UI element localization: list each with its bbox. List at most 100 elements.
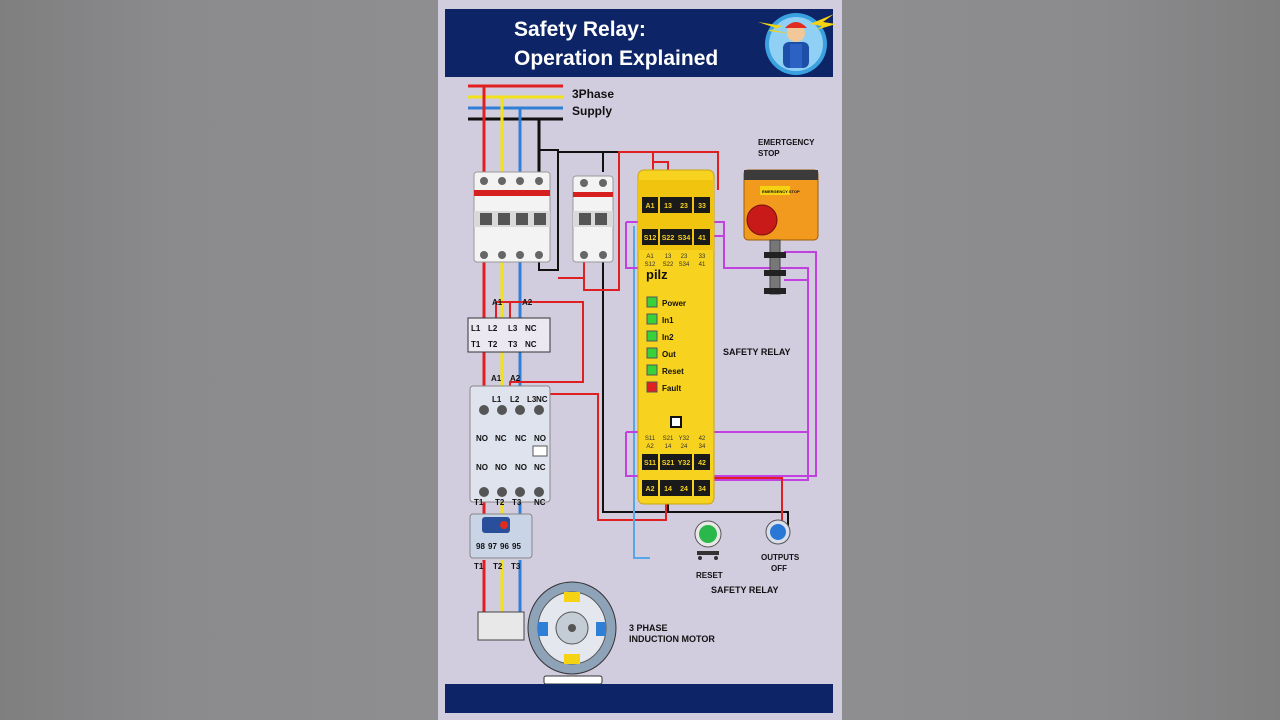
monitor-coil-a1: A1 (492, 298, 503, 307)
outputs-off-label-line2: OFF (771, 564, 787, 573)
relay-print-label: S22 (663, 262, 674, 268)
wiring-diagram: Safety Relay: Operation Explained (445, 9, 836, 713)
title-line1: Safety Relay: (514, 18, 646, 41)
motor-label-line2: INDUCTION MOTOR (629, 634, 715, 644)
push-buttons: RESET OUTPUTS OFF SAFETY RELAY (694, 519, 800, 595)
relay-terminal-label: S11 (644, 460, 656, 467)
relay-terminal-label: Y32 (678, 460, 691, 467)
relay-terminal-box (660, 454, 676, 470)
relay-terminal-label: S22 (662, 235, 675, 242)
relay-terminal-box (694, 480, 710, 496)
outputs-off-label-line1: OUTPUTS (761, 553, 800, 562)
relay-terminal-label: 41 (698, 235, 706, 242)
contactor-bottom-t1: T1 (474, 498, 484, 507)
relay-terminal-label: S34 (678, 235, 691, 242)
relay-terminal-box (642, 197, 658, 213)
contactor-row-a-2: NC (495, 434, 507, 443)
relay-print-label: A1 (646, 254, 654, 260)
relay-terminal-label: 13 (664, 203, 672, 210)
monitor-coil-a2: A2 (522, 298, 533, 307)
relay-terminal-label: A1 (646, 203, 655, 210)
relay-terminal-box (694, 197, 710, 213)
title-line2: Operation Explained (514, 47, 718, 70)
thermal-term-98: 98 (476, 542, 485, 551)
relay-terminal-box (676, 197, 692, 213)
motor-label-line1: 3 PHASE (629, 623, 668, 633)
relay-print-label: S11 (645, 436, 656, 442)
monitor-bottom-t2: T2 (488, 340, 498, 349)
contactor-bottom-nc: NC (534, 498, 546, 507)
status-led-label: Fault (662, 384, 681, 393)
thermal-term-96: 96 (500, 542, 509, 551)
relay-side-label: SAFETY RELAY (723, 347, 791, 357)
monitor-bottom-nc: NC (525, 340, 537, 349)
estop-cap-text: EMERGENCY STOP (762, 189, 800, 194)
relay-terminal-label: 23 (680, 203, 688, 210)
status-led-label: Out (662, 350, 676, 359)
relay-terminal-label: 14 (664, 486, 672, 493)
three-phase-supply: 3Phase Supply (468, 84, 614, 121)
outputs-off-button[interactable] (765, 519, 791, 545)
monitor-top-l3: L3 (508, 324, 518, 333)
relay-print-label: 24 (681, 444, 688, 450)
blurred-right-background (842, 0, 1280, 720)
relay-brand: pilz (646, 267, 668, 282)
estop-label-line1: EMERTGENCY (758, 138, 815, 147)
contactor-top-nc: NC (536, 395, 548, 404)
contactor: A1 A2 L1 L2 L3 NC NO NC NC NO NO NO NO N… (469, 374, 551, 507)
status-led-icon (646, 330, 658, 342)
relay-print-label: 23 (681, 254, 688, 260)
diagram-panel: Safety Relay: Operation Explained (438, 0, 842, 720)
thermal-term-97: 97 (488, 542, 497, 551)
reset-label: RESET (696, 571, 723, 580)
relay-terminal-label: 42 (698, 460, 706, 467)
reset-button[interactable] (694, 520, 722, 560)
relay-print-label: 41 (699, 262, 706, 268)
status-led-icon (646, 347, 658, 359)
contactor-top-l2: L2 (510, 395, 520, 404)
contactor-row-b-4: NC (534, 463, 546, 472)
contactor-top-l3: L3 (527, 395, 537, 404)
relay-terminal-label: 33 (698, 203, 706, 210)
monitor-bottom-t1: T1 (471, 340, 481, 349)
relay-print-label: S34 (679, 262, 690, 268)
header-banner: Safety Relay: Operation Explained (445, 9, 836, 77)
relay-print-label: 33 (699, 254, 706, 260)
relay-terminal-label: S21 (662, 460, 675, 467)
relay-print-label: S12 (645, 262, 656, 268)
status-led-icon (646, 296, 658, 308)
monitor-bottom-t3: T3 (508, 340, 518, 349)
contactor-row-a-4: NO (534, 434, 546, 443)
contactor-row-b-2: NO (495, 463, 507, 472)
phase-monitor-block: A1 A2 L1 L2 L3 NC T1 T2 T3 NC (467, 298, 551, 353)
emergency-stop: EMERTGENCY STOP EMERGENCY STOP (743, 138, 819, 295)
contactor-row-a-3: NC (515, 434, 527, 443)
relay-terminal-box (660, 197, 676, 213)
relay-terminal-box (676, 480, 692, 496)
contactor-row-b-3: NO (515, 463, 527, 472)
relay-terminal-box (660, 480, 676, 496)
thermal-out-t1: T1 (474, 562, 484, 571)
monitor-top-nc: NC (525, 324, 537, 333)
monitor-top-l2: L2 (488, 324, 498, 333)
status-led-label: In2 (662, 333, 674, 342)
relay-top-terminals-row1: A1 13 23 33 (642, 197, 710, 213)
status-led-label: In1 (662, 316, 674, 325)
status-led-label: Reset (662, 367, 684, 376)
relay-print-label: A2 (646, 444, 654, 450)
contactor-bottom-t2: T2 (495, 498, 505, 507)
relay-terminal-box (676, 229, 692, 245)
relay-print-label: S21 (663, 436, 674, 442)
relay-terminal-box (694, 229, 710, 245)
relay-terminal-box (676, 454, 692, 470)
electrician-logo-icon (758, 13, 836, 75)
blurred-left-background (0, 0, 438, 720)
contactor-row-b-1: NO (476, 463, 488, 472)
relay-terminal-label: S12 (644, 235, 657, 242)
supply-label-line1: 3Phase (572, 87, 614, 101)
two-pole-breaker (572, 175, 614, 263)
